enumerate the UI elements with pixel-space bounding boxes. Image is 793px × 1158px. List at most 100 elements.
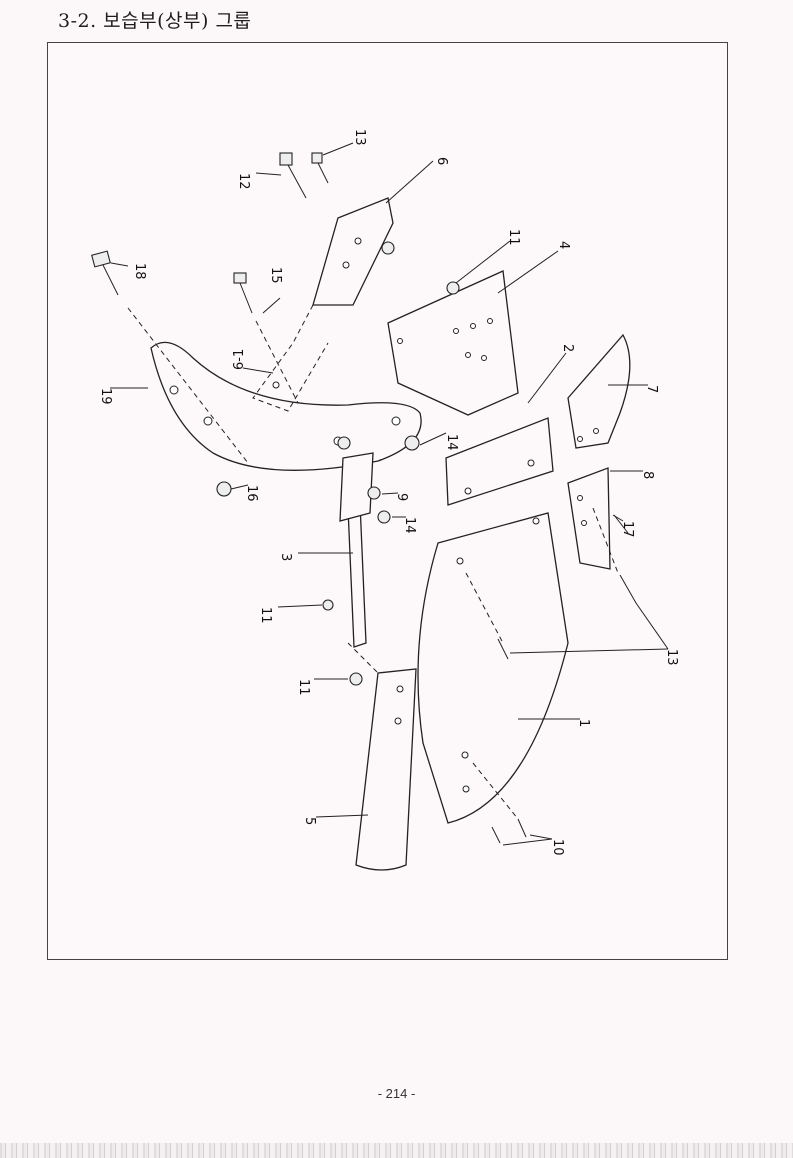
bolt-blade [497,638,509,660]
callout-12: 12 [236,173,251,190]
assembly-line [347,642,379,674]
section-title: 3-2. 보습부(상부) 그룹 [58,10,252,32]
part-6-1-hidden-bar [252,304,329,412]
scan-artifact-strip [0,1143,793,1158]
small-plate-hole [577,495,583,501]
leader [255,172,282,176]
callout-18: 18 [132,263,147,280]
moldboard-hole [453,328,459,334]
callout-6: 6 [434,157,449,165]
callout-14-upper: 14 [444,434,459,451]
small-bracket [339,452,374,522]
bracket-hole [342,261,350,269]
nut-14-lower [377,510,391,524]
part-7-wing [567,333,631,449]
beam-hole [169,385,179,395]
leader [497,250,559,294]
callout-2: 2 [560,344,575,352]
callout-8: 8 [640,471,655,479]
nut-11-lower [349,672,363,686]
callout-11-lower: 11 [296,679,311,696]
nut-6 [381,241,395,255]
leader [277,604,323,608]
part-4-moldboard [387,270,519,416]
callout-11-top: 11 [506,229,521,246]
callout-4: 4 [556,241,571,249]
callout-6-1: 6-1 [232,349,247,370]
callout-15: 17 [620,521,635,538]
washer-9 [367,486,381,500]
leader [242,367,274,374]
blade-hole [456,557,464,565]
leader [385,160,434,204]
leader [502,838,553,846]
page-number: - 214 - [377,1086,416,1101]
part-2-plate [445,417,554,506]
assembly-line [472,762,519,820]
moldboard-hole [487,318,493,324]
leader [315,814,369,818]
callout-14-lower: 14 [402,517,417,534]
shank-hole [394,717,402,725]
shank-hole [396,685,404,693]
bolt-12 [279,152,307,199]
callout-16: 15 [268,267,283,284]
nut-beam [337,436,351,450]
plate-hole [527,459,535,467]
callout-5: 5 [302,817,317,825]
nut-11-top [446,281,460,295]
leader [527,352,567,404]
moldboard-hole [481,355,487,361]
part-3-bar [347,502,367,648]
callout-3: 3 [278,553,293,561]
leader [635,602,669,650]
exploded-diagram: 19 6-1 15 18 12 13 6 11 4 2 7 8 14 9 14 … [91,129,679,871]
bracket-hole [354,237,362,245]
callout-13-right: 13 [664,649,679,666]
blade-hole [532,517,540,525]
nut-14-upper [404,435,420,451]
part-5-shank [355,668,417,871]
leader [262,297,281,314]
callout-7: 7 [644,385,659,393]
callout-1: 1 [576,719,591,727]
nut-17 [216,481,232,497]
moldboard-hole [465,352,471,358]
leader [455,240,511,284]
beam-hole [391,416,401,426]
leader [509,648,669,654]
moldboard-hole [470,323,476,329]
assembly-line [465,572,504,644]
assembly-line [592,507,619,574]
blade-hole [462,785,470,793]
moldboard-hole [397,338,403,344]
nut-11-middle [322,599,334,611]
part-6-bracket [312,197,394,306]
bar-hole [272,381,280,389]
leader [529,834,553,840]
wing-hole [593,428,599,434]
blade-hole [461,751,469,759]
bolt-15 [613,514,629,534]
part-8-small-plate [567,467,611,570]
small-plate-hole [581,520,587,526]
callout-13-top: 13 [352,129,367,146]
leader [381,492,399,495]
wing-hole [577,436,583,442]
callout-10: 10 [550,839,565,856]
leader [230,484,249,490]
callout-17: 16 [244,485,259,502]
part-19-curved-beam [150,341,422,471]
callout-11-middle: 11 [258,607,273,624]
leader [612,514,624,522]
assembly-line [255,320,299,404]
plate-hole [464,487,472,495]
leader [419,432,447,446]
bolt-16 [233,272,253,314]
exploded-diagram-frame: 19 6-1 15 18 12 13 6 11 4 2 7 8 14 9 14 … [47,42,728,960]
callout-19: 19 [98,388,113,405]
part-1-blade [417,512,569,824]
bolt-18 [91,250,119,296]
callout-9: 9 [394,493,409,501]
assembly-line [127,307,249,464]
